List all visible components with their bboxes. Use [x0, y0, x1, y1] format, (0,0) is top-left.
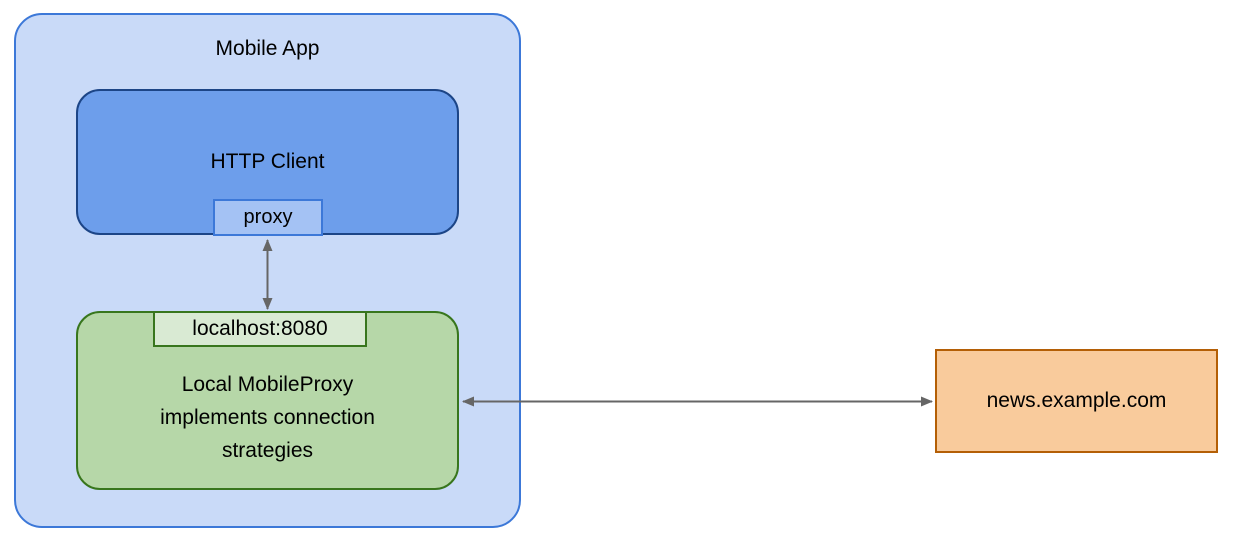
- remote-server-label: news.example.com: [986, 389, 1167, 412]
- http-client-label: HTTP Client: [210, 150, 325, 173]
- mobile-proxy-box: localhost:8080 Local MobileProxy impleme…: [76, 311, 459, 490]
- mobile-proxy-label: Local MobileProxy implements connection …: [160, 373, 375, 462]
- proxy-port-box: proxy: [213, 199, 323, 236]
- localhost-port-label: localhost:8080: [192, 317, 328, 340]
- mobile-app-label: Mobile App: [215, 37, 320, 60]
- proxy-port-label: proxy: [243, 206, 293, 228]
- localhost-port-box: localhost:8080: [153, 311, 367, 347]
- mobile-app-container: Mobile App HTTP Client proxy localhost:8…: [14, 13, 521, 528]
- remote-server-box: news.example.com: [935, 349, 1218, 453]
